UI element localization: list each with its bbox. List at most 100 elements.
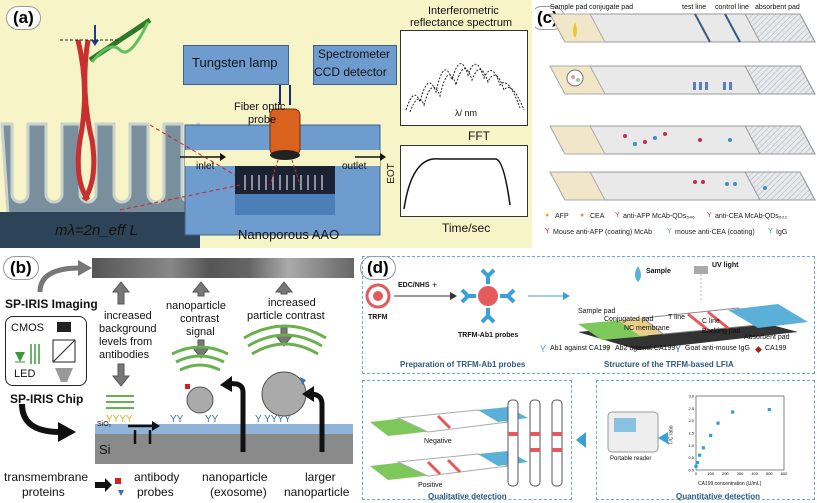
- legend-mouse-afp-icon: Y: [545, 228, 550, 235]
- plot-point: [731, 410, 735, 414]
- svg-text:YY: YY: [205, 414, 219, 425]
- panel-d: (d) Y Y Y ◆: [358, 252, 817, 503]
- plot-y-tick: 3.0: [688, 394, 694, 399]
- outlet-label: outlet: [342, 161, 367, 172]
- antibody-2: probes: [137, 485, 174, 499]
- larger-1: larger: [305, 470, 336, 484]
- plot-point: [698, 453, 702, 457]
- col1-line1: increased: [104, 310, 152, 322]
- panel-b: (b) SP-IRIS Imaging CMOS LED SP-IRIS Chi…: [0, 252, 358, 503]
- optics-and-flowcell: [180, 85, 386, 236]
- col3-line1: increased: [268, 297, 316, 309]
- plot-point: [694, 464, 698, 468]
- d-sample-pad: Sample pad: [578, 308, 616, 315]
- sio2-label: SiO₂: [97, 421, 112, 428]
- d-backing-pad: Backing pad: [702, 328, 741, 335]
- legend-anti-afp: anti-AFP McAb-QDs₅₄₆: [623, 213, 695, 220]
- legend-igg: IgG: [776, 229, 788, 236]
- col1-line2: background: [99, 323, 157, 335]
- panel-a-tag: (a): [6, 6, 41, 30]
- legend-anti-cea: anti-CEA McAb-QDs₆₂₂: [715, 213, 788, 220]
- device-optics: [15, 322, 76, 382]
- spectrometer-box: [313, 45, 397, 85]
- plot-y-tick: 1.5: [688, 431, 694, 436]
- antibody-1: antibody: [134, 470, 180, 484]
- d-c-line: C line: [702, 318, 720, 325]
- plot-point: [695, 461, 700, 465]
- d-edc: EDC/NHS: [398, 282, 430, 289]
- formula: mλ=2n_eff L: [55, 222, 138, 239]
- spectrum-title-2: reflectance spectrum: [410, 17, 513, 29]
- d-plot-xlabel: CA199 concentration (U/mL): [698, 481, 762, 487]
- d-positive: Positive: [418, 482, 443, 489]
- svg-text:YYYY: YYYY: [106, 414, 133, 425]
- legend-cea: CEA: [590, 213, 605, 220]
- lfia-strips: [549, 13, 816, 201]
- plot-x-tick: 100: [707, 471, 714, 476]
- c-test-line: test line: [682, 4, 707, 11]
- plot-point: [716, 421, 720, 425]
- legend-mouse-cea: mouse anti-CEA (coating): [675, 229, 755, 236]
- c-control-line: control line: [715, 4, 749, 11]
- c-absorbent-pad: absorbent pad: [755, 4, 800, 11]
- transmembrane-2: proteins: [22, 485, 65, 499]
- c-conjugate-pad: conjugate pad: [589, 4, 633, 11]
- plot-y-tick: 2.0: [688, 418, 694, 423]
- sp-iris-imaging: SP-IRIS Imaging: [5, 297, 98, 311]
- plot-frame: [695, 395, 785, 471]
- legend-cea-icon: ●: [580, 212, 585, 219]
- legend-afp-icon: ●: [545, 212, 550, 219]
- plot-y-tick: 0.0: [688, 468, 694, 473]
- svg-text:Y: Y: [675, 344, 681, 354]
- si-label: Si: [99, 442, 111, 457]
- time-label: Time/sec: [442, 221, 491, 235]
- c-sample-pad: Sample pad: [550, 4, 588, 11]
- svg-text:Y YYYY: Y YYYY: [255, 414, 291, 425]
- plot-x-tick: 600: [781, 471, 788, 476]
- sp-iris-image-strip: [92, 258, 354, 278]
- col3-line2: particle contrast: [247, 310, 325, 322]
- led-label: LED: [14, 368, 36, 380]
- spectrometer-label-2: CCD detector: [314, 65, 387, 79]
- fiber-label-1: Fiber optic: [234, 101, 286, 113]
- plot-y-tick: 2.5: [688, 406, 694, 411]
- nanoparticle-1: nanoparticle: [202, 470, 268, 484]
- legend-anti-cea-icon: Y: [707, 212, 712, 219]
- col2-line3: signal: [186, 326, 215, 338]
- sp-iris-chip: SP-IRIS Chip: [10, 392, 84, 406]
- panel-c: (c) Sample pad conjugate pad test line c…: [535, 0, 817, 250]
- d-absorbent-pad: Absorbent pad: [744, 334, 790, 341]
- spectrum-curve: [405, 63, 525, 113]
- spectrum-xlabel: λ/ nm: [455, 108, 478, 118]
- larger-2: nanoparticle: [284, 485, 350, 499]
- legend-mouse-afp: Mouse anti-AFP (coating) McAb: [553, 229, 653, 236]
- d-trfm-probes: TRFM-Ab1 probes: [458, 332, 519, 339]
- col2-line1: nanoparticle: [166, 300, 226, 312]
- eot-label: EOT: [385, 163, 397, 184]
- d-legend-goat: Goat anti-mouse IgG: [685, 345, 750, 352]
- d-t-line: T line: [668, 314, 685, 321]
- nanoparticle-2: (exosome): [210, 485, 267, 499]
- col1-line3: levels from: [99, 336, 153, 348]
- spectrum-box: [400, 30, 528, 126]
- fft-label: FFT: [468, 129, 490, 143]
- d-legend-ab1: Ab1 against CA199: [550, 345, 611, 352]
- plot-point: [767, 407, 771, 412]
- legend-mouse-cea-icon: Y: [667, 228, 672, 235]
- d-portable-reader: Portable reader: [610, 456, 652, 462]
- svg-text:YY: YY: [170, 414, 184, 425]
- d-quantitative: Quantitative detection: [676, 492, 761, 501]
- plot-x-tick: 500: [766, 471, 773, 476]
- d-negative: Negative: [424, 438, 452, 445]
- chip-illustration: YYYY YY Y YYYY YY: [19, 260, 353, 496]
- tungsten-lamp-label: Tungsten lamp: [192, 55, 278, 70]
- plot-x-tick: 0: [695, 471, 698, 476]
- panel-d-tag: (d): [360, 256, 396, 280]
- d-quant-box: [596, 380, 815, 500]
- d-legend-ab2: Ab2 against CA199: [615, 345, 676, 352]
- fiber-label-2: probe: [248, 114, 277, 126]
- d-plot-ylabel: T/C ratio: [668, 425, 675, 445]
- plot-x-tick: 200: [722, 471, 729, 476]
- svg-text:◆: ◆: [755, 344, 762, 354]
